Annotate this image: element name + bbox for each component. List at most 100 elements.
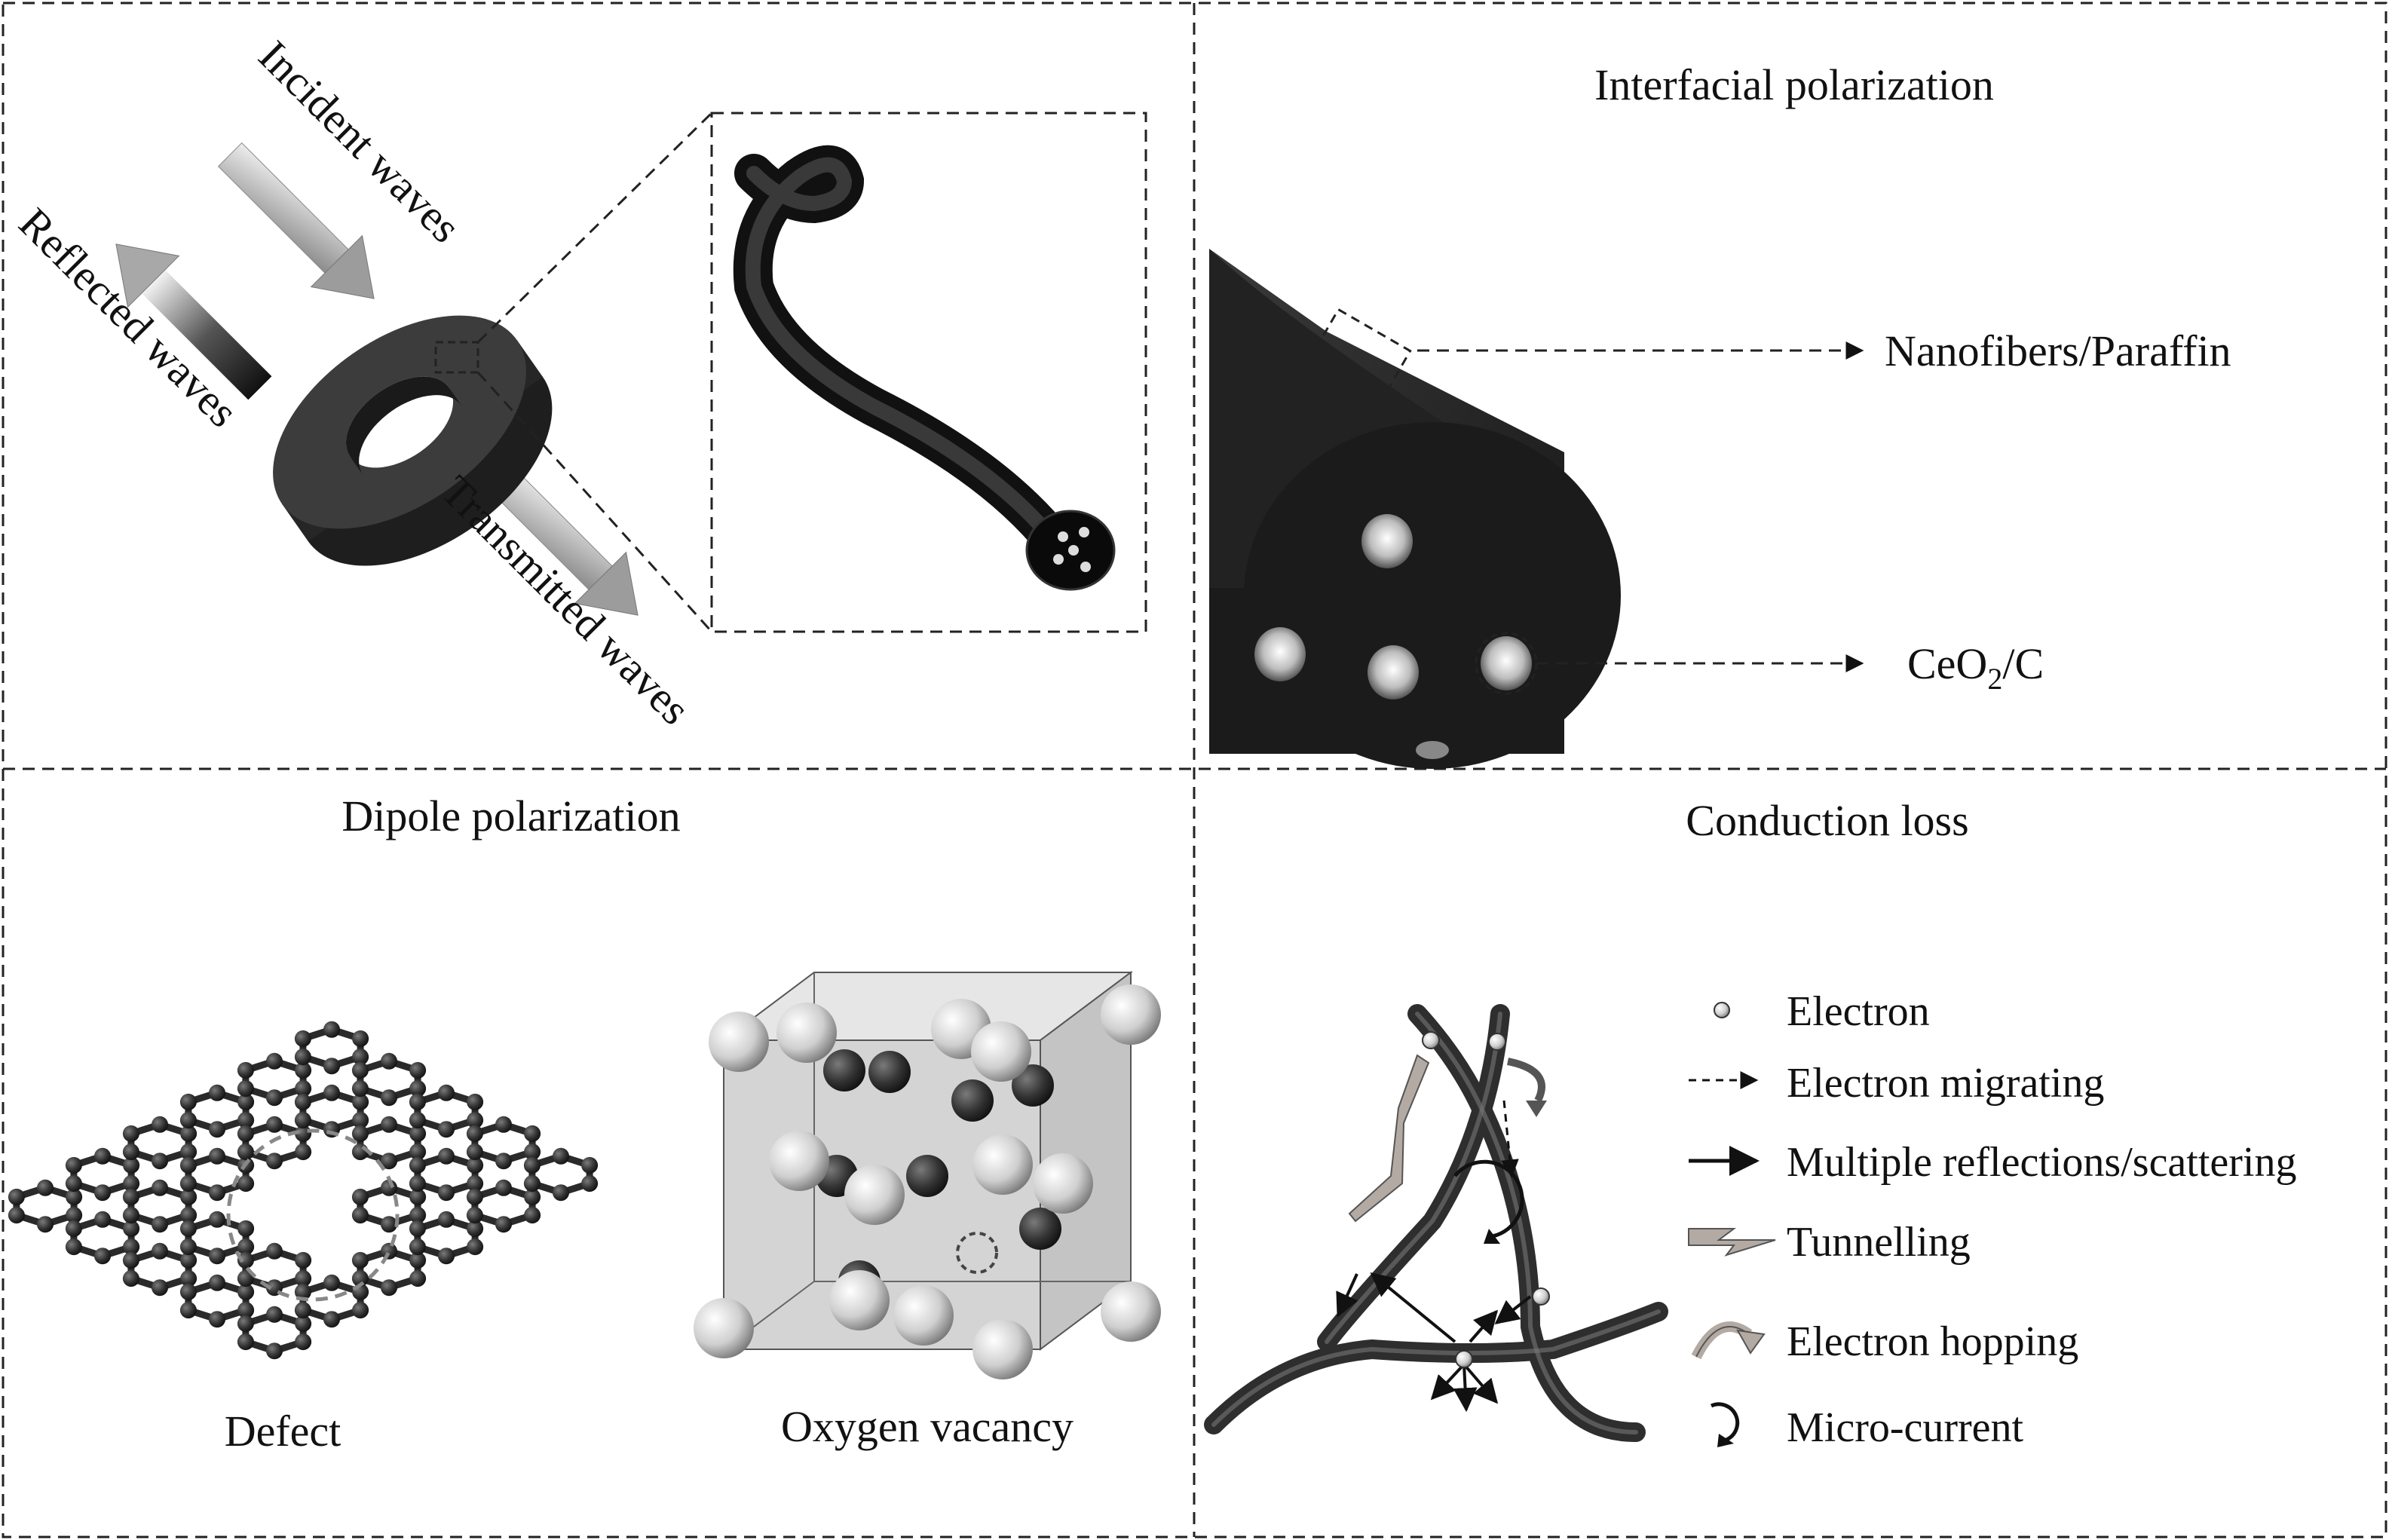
carbon-atom <box>180 1270 198 1287</box>
carbon-atom <box>65 1238 82 1256</box>
carbon-atom <box>467 1175 484 1193</box>
carbon-atom <box>266 1343 283 1360</box>
carbon-atom <box>409 1156 426 1174</box>
interfacial-panel: Interfacial polarization Nanofibers/Para… <box>1209 60 2231 769</box>
carbon-atom <box>266 1153 283 1170</box>
carbon-atom <box>466 1125 483 1142</box>
carbon-atom <box>122 1144 139 1161</box>
carbon-atom <box>495 1216 512 1233</box>
carbon-atom <box>123 1238 140 1256</box>
oxygen-vacancy-cube <box>694 971 1161 1379</box>
carbon-atom <box>123 1220 140 1237</box>
carbon-atom <box>409 1251 427 1269</box>
carbon-atom <box>237 1238 255 1256</box>
carbon-atom <box>122 1188 139 1205</box>
carbon-atom <box>209 1211 225 1228</box>
absorption-panel: Incident waves Reflected waves Transmitt… <box>10 31 1147 734</box>
carbon-atom <box>237 1270 254 1287</box>
carbon-atom <box>466 1144 483 1161</box>
carbon-atom <box>352 1112 369 1129</box>
carbon-atom <box>237 1112 255 1129</box>
single-fiber <box>733 145 1116 591</box>
electrons <box>1422 1031 1550 1368</box>
carbon-atom <box>237 1175 255 1193</box>
carbon-atom <box>381 1242 397 1260</box>
carbon-atom <box>409 1207 427 1224</box>
carbon-atom <box>352 1302 369 1319</box>
reflection-arrows <box>1336 1272 1532 1413</box>
svg-text:Electron hopping: Electron hopping <box>1787 1318 2078 1365</box>
carbon-atom <box>94 1147 111 1165</box>
carbon-atom <box>294 1112 311 1129</box>
carbon-atom <box>553 1147 569 1165</box>
carbon-atom <box>323 1084 340 1101</box>
carbon-atom <box>381 1089 397 1107</box>
carbon-atom <box>237 1080 254 1098</box>
carbon-atom <box>209 1248 225 1265</box>
carbon-atom <box>409 1270 427 1287</box>
carbon-atom <box>381 1279 397 1297</box>
carbon-atom <box>409 1188 427 1205</box>
carbon-atom <box>409 1238 426 1256</box>
carbon-atom <box>266 1116 283 1133</box>
vacancy-label: Oxygen vacancy <box>781 1402 1074 1451</box>
carbon-atom <box>438 1184 455 1202</box>
carbon-atom <box>152 1116 168 1133</box>
carbon-atom <box>179 1302 197 1319</box>
carbon-atom <box>180 1125 198 1142</box>
carbon-atom <box>209 1184 225 1202</box>
transmitted-label: Transmitted waves <box>432 466 700 733</box>
carbon-atom <box>323 1058 340 1075</box>
carbon-atom <box>295 1315 312 1332</box>
carbon-atom <box>65 1220 82 1237</box>
carbon-atom <box>495 1179 512 1196</box>
carbon-atom <box>294 1093 311 1110</box>
carbon-atom <box>209 1311 225 1328</box>
carbon-atom <box>294 1049 311 1066</box>
carbon-atom <box>209 1121 225 1138</box>
carbon-atom <box>381 1052 397 1070</box>
legend-microcurrent: Micro-current <box>1710 1402 2024 1451</box>
carbon-atom <box>237 1144 254 1161</box>
carbon-atom <box>209 1274 225 1291</box>
carbon-atom <box>179 1175 197 1193</box>
carbon-atom <box>438 1147 455 1165</box>
carbon-atom <box>409 1175 426 1193</box>
carbon-atom <box>8 1207 25 1224</box>
carbon-atom <box>351 1125 369 1142</box>
carbon-atom <box>352 1049 369 1066</box>
carbon-atom <box>66 1188 83 1205</box>
tunnelling-bolt <box>1348 1054 1430 1223</box>
carbon-atom <box>179 1220 197 1237</box>
carbon-atom <box>351 1061 369 1079</box>
defect-circle <box>226 1128 400 1302</box>
carbon-atom <box>352 1093 369 1110</box>
carbon-atom <box>323 1311 340 1328</box>
interface-box <box>1291 308 1412 431</box>
carbon-atom <box>237 1283 255 1300</box>
svg-text:Tunnelling: Tunnelling <box>1787 1219 1971 1266</box>
carbon-atom <box>65 1156 82 1174</box>
carbon-atom <box>295 1061 312 1079</box>
carbon-atom <box>180 1207 198 1224</box>
carbon-atom <box>94 1248 111 1265</box>
carbon-atom <box>409 1061 427 1079</box>
carbon-atom <box>467 1220 484 1237</box>
carbon-atom <box>323 1274 340 1291</box>
carbon-atom <box>179 1238 197 1256</box>
carbon-atom <box>351 1080 369 1098</box>
carbon-atom <box>381 1116 397 1133</box>
dipole-title: Dipole polarization <box>342 791 680 840</box>
legend-tunnelling: Tunnelling <box>1688 1219 1971 1266</box>
carbon-atom <box>524 1125 541 1142</box>
carbon-atom <box>180 1251 198 1269</box>
carbon-atom <box>523 1156 541 1174</box>
carbon-atom <box>66 1207 83 1224</box>
carbon-atom <box>180 1144 198 1161</box>
zoom-inset-box <box>710 112 1147 633</box>
carbon-atom <box>179 1283 197 1300</box>
carbon-atom <box>438 1084 455 1101</box>
carbon-atom <box>295 1270 312 1287</box>
legend-hopping: Electron hopping <box>1691 1318 2078 1365</box>
